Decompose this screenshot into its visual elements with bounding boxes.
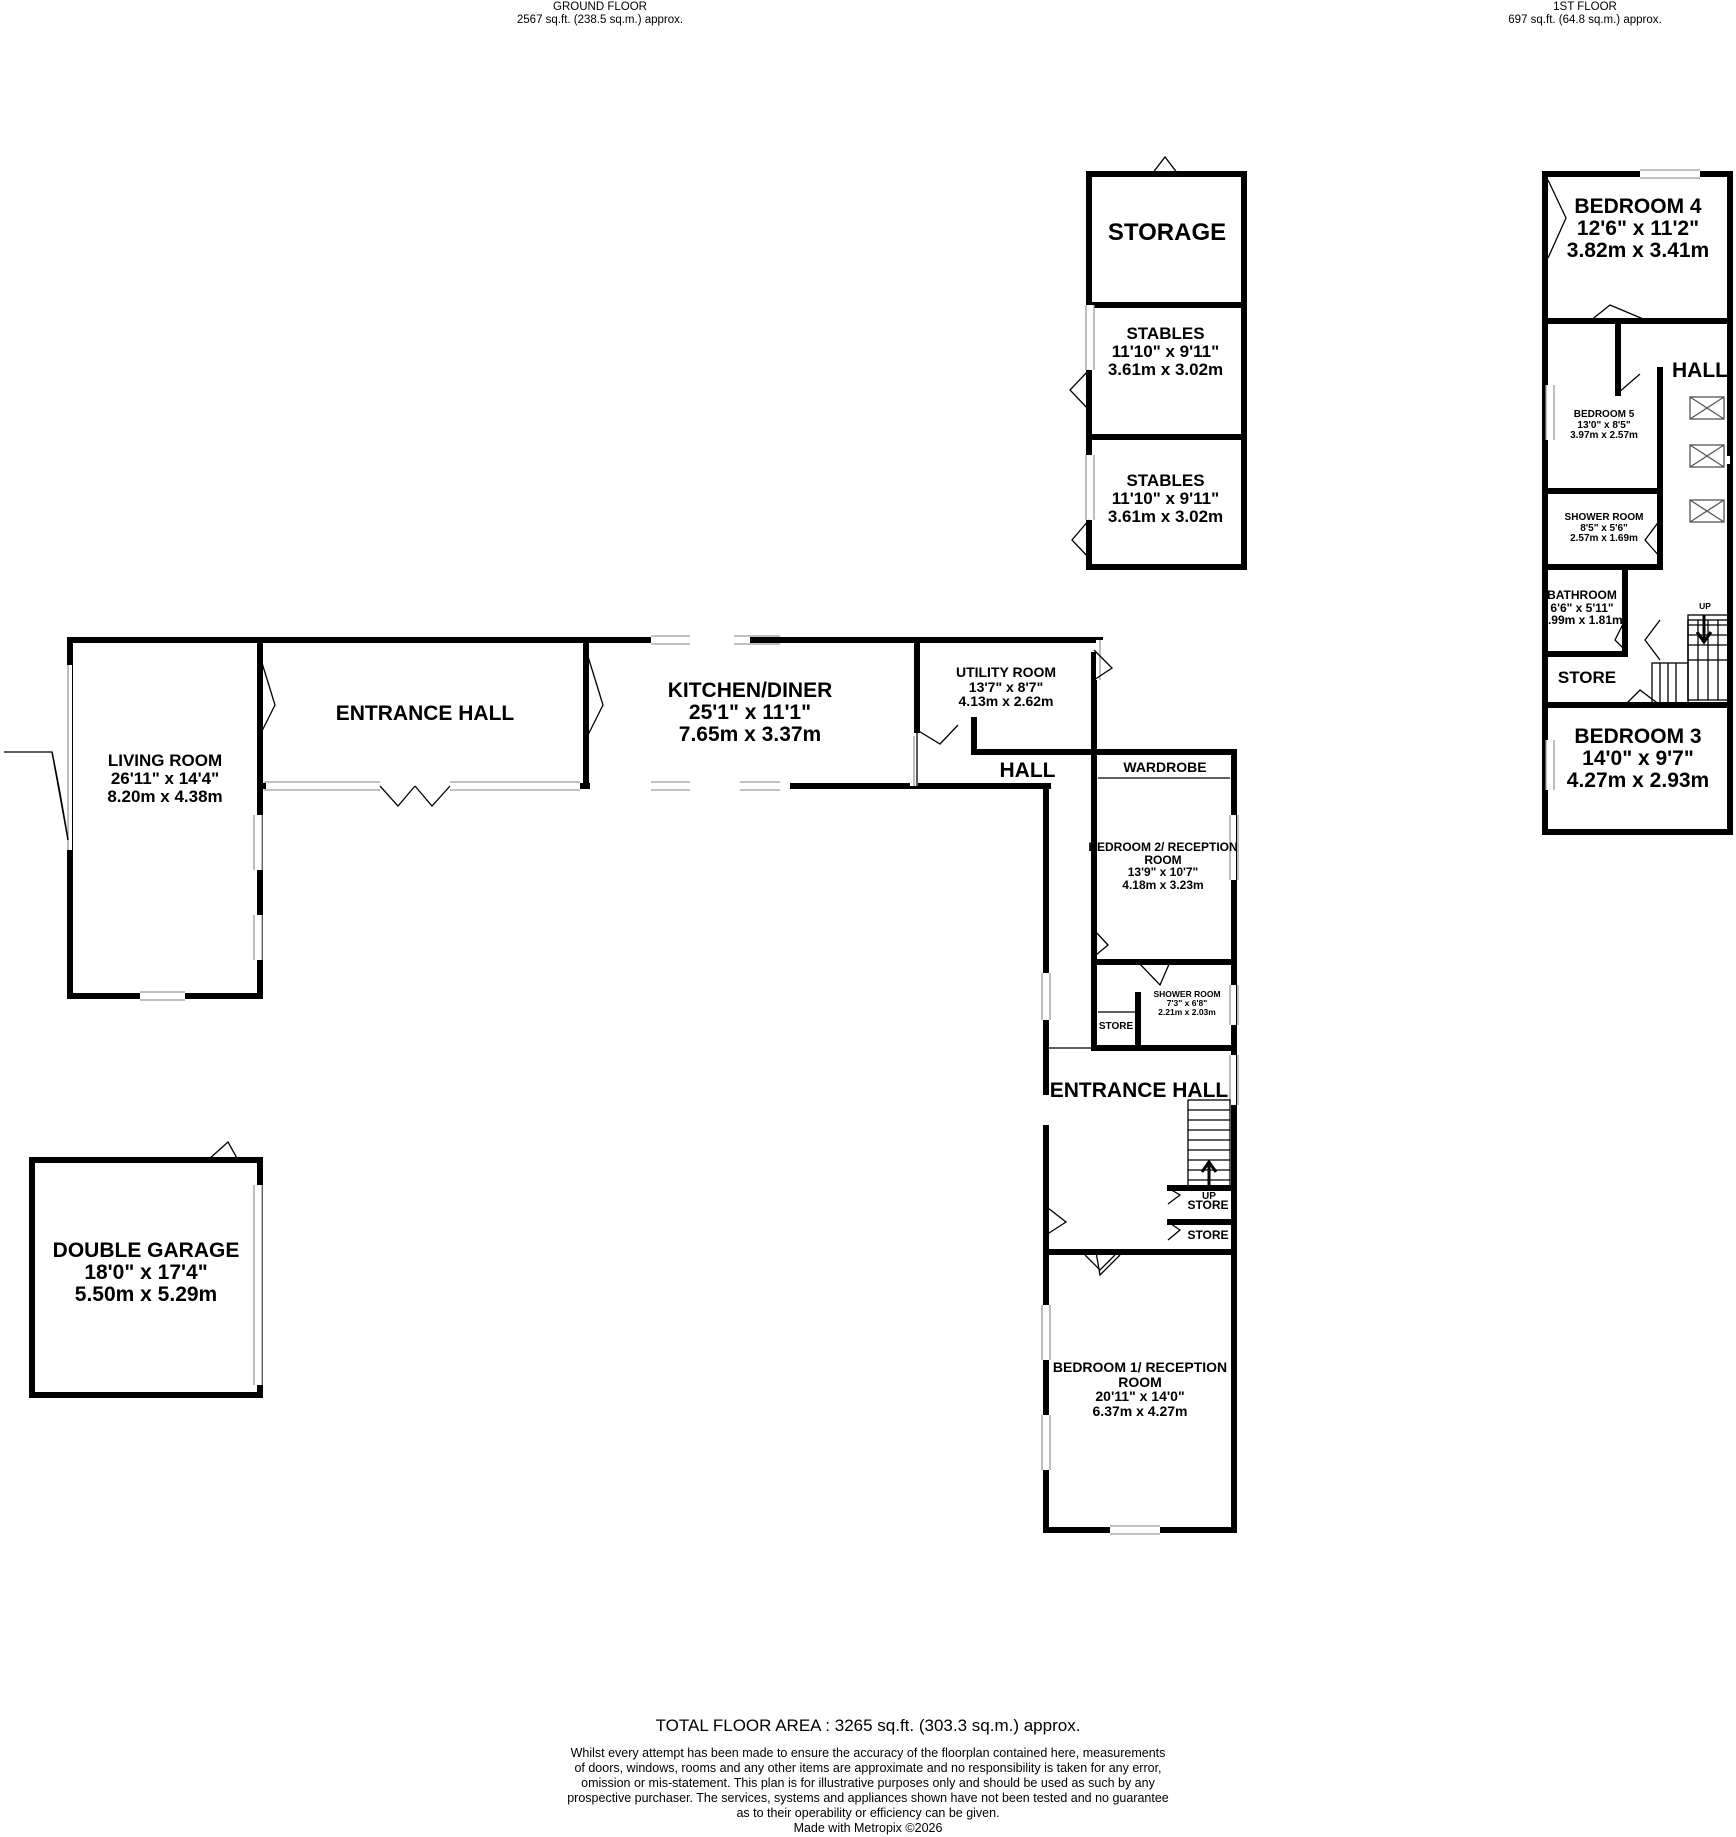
room-size-metric: 3.61m x 3.02m xyxy=(1107,359,1224,379)
room-name: UTILITY ROOM xyxy=(955,664,1057,680)
room-size-imperial: 11'10" x 9'11" xyxy=(1111,341,1220,361)
room-size-imperial: 20'11" x 14'0" xyxy=(1095,1388,1185,1405)
room-name: BEDROOM 5 xyxy=(1573,409,1635,420)
stables-1-label: STABLES 11'10" x 9'11" 3.61m x 3.02m xyxy=(1088,325,1243,379)
room-size-imperial: 7'3" x 6'8" xyxy=(1166,997,1208,1008)
up-ground-label: UP xyxy=(1196,1191,1222,1203)
room-name: STORAGE xyxy=(1107,219,1227,246)
room-size-imperial: 6'6" x 5'11" xyxy=(1550,600,1614,615)
room-name: BEDROOM 4 xyxy=(1574,195,1702,218)
room-size-metric: 6.37m x 4.27m xyxy=(1092,1403,1188,1420)
first-floor-header: 1ST FLOOR 697 sq.ft. (64.8 sq.m.) approx… xyxy=(1490,1,1680,27)
first-floor-title: 1ST FLOOR xyxy=(1553,1,1617,13)
disclaimer-line: of doors, windows, rooms and any other i… xyxy=(574,1761,1162,1775)
room-name: STORE xyxy=(1187,1198,1229,1212)
bedroom-2-label: BEDROOM 2/ RECEPTION ROOM 13'9" x 10'7" … xyxy=(1068,841,1258,891)
room-name: ENTRANCE HALL xyxy=(335,702,515,725)
room-size-metric: 7.65m x 3.37m xyxy=(678,723,822,747)
shower-room-first-label: SHOWER ROOM 8'5" x 5'6" 2.57m x 1.69m xyxy=(1548,512,1660,545)
room-name: BATHROOM xyxy=(1547,588,1617,602)
room-name: SHOWER ROOM xyxy=(1153,989,1221,999)
disclaimer: Whilst every attempt has been made to en… xyxy=(0,1746,1736,1836)
disclaimer-line: Whilst every attempt has been made to en… xyxy=(570,1746,1166,1760)
room-size-metric: 1.99m x 1.81m xyxy=(1541,613,1623,628)
room-name: WARDROBE xyxy=(1123,759,1207,775)
bathroom-label: BATHROOM 6'6" x 5'11" 1.99m x 1.81m xyxy=(1536,589,1628,627)
room-size-imperial: 26'11" x 14'4" xyxy=(110,768,220,788)
room-size-imperial: 11'10" x 9'11" xyxy=(1111,488,1220,508)
room-size-imperial: 18'0" x 17'4" xyxy=(84,1261,208,1285)
shower-room-ground-label: SHOWER ROOM 7'3" x 6'8" 2.21m x 2.03m xyxy=(1140,990,1234,1017)
disclaimer-line: as to their operability or efficiency ca… xyxy=(736,1806,1000,1820)
store-first-label: STORE xyxy=(1548,669,1626,687)
bedroom-1-label: BEDROOM 1/ RECEPTION ROOM 20'11" x 14'0"… xyxy=(1046,1360,1234,1419)
room-size-metric: 3.97m x 2.57m xyxy=(1570,430,1638,441)
room-size-imperial: 13'9" x 10'7" xyxy=(1127,865,1199,880)
room-name: BEDROOM 2/ RECEPTION xyxy=(1088,840,1238,854)
room-name: HALL xyxy=(999,759,1056,782)
room-name: STORE xyxy=(1187,1228,1229,1242)
bedroom-4-label: BEDROOM 4 12'6" x 11'2" 3.82m x 3.41m xyxy=(1548,195,1728,263)
room-size-metric: 4.13m x 2.62m xyxy=(958,693,1054,710)
room-size-metric: 5.50m x 5.29m xyxy=(74,1283,218,1307)
total-floor-area: TOTAL FLOOR AREA : 3265 sq.ft. (303.3 sq… xyxy=(655,1716,1081,1735)
stairs-up: UP xyxy=(1202,1191,1216,1202)
room-name: STORE xyxy=(1098,1021,1134,1032)
up-first-label: UP xyxy=(1694,602,1716,611)
stairs-up: UP xyxy=(1699,601,1711,611)
room-size-metric: 2.21m x 2.03m xyxy=(1158,1006,1216,1017)
room-name: KITCHEN/DINER xyxy=(667,679,833,702)
disclaimer-line: omission or mis-statement. This plan is … xyxy=(581,1776,1155,1790)
room-size-imperial: 8'5" x 5'6" xyxy=(1580,522,1628,534)
store-c-label: STORE xyxy=(1184,1229,1232,1242)
first-floor-walls xyxy=(1542,171,1733,835)
room-size-metric: 3.82m x 3.41m xyxy=(1566,239,1710,263)
room-name: STORE xyxy=(1557,668,1617,687)
room-size-metric: 8.20m x 4.38m xyxy=(107,786,223,806)
ground-floor-area: 2567 sq.ft. (238.5 sq.m.) approx. xyxy=(516,14,684,26)
room-name: SHOWER ROOM xyxy=(1564,512,1644,523)
room-name-2: ROOM xyxy=(1144,852,1182,867)
room-size-imperial: 12'6" x 11'2" xyxy=(1576,217,1700,241)
room-name: BEDROOM 1/ RECEPTION xyxy=(1052,1359,1228,1375)
room-size-imperial: 25'1" x 11'1" xyxy=(688,701,812,725)
utility-room-label: UTILITY ROOM 13'7" x 8'7" 4.13m x 2.62m xyxy=(920,665,1092,709)
room-name: STABLES xyxy=(1126,324,1205,343)
bedroom-3-label: BEDROOM 3 14'0" x 9'7" 4.27m x 2.93m xyxy=(1548,725,1728,793)
room-name: ENTRANCE HALL xyxy=(1049,1079,1229,1102)
room-size-metric: 3.61m x 3.02m xyxy=(1107,506,1224,526)
living-room-label: LIVING ROOM 26'11" x 14'4" 8.20m x 4.38m xyxy=(72,752,258,806)
ground-floor-header: GROUND FLOOR 2567 sq.ft. (238.5 sq.m.) a… xyxy=(480,1,720,27)
room-name: STABLES xyxy=(1126,471,1205,490)
disclaimer-line: prospective purchaser. The services, sys… xyxy=(567,1791,1169,1805)
room-size-imperial: 13'0" x 8'5" xyxy=(1577,419,1631,431)
ground-floor-title: GROUND FLOOR xyxy=(553,1,647,13)
credit: Made with Metropix ©2026 xyxy=(793,1821,943,1835)
room-name: LIVING ROOM xyxy=(107,751,223,770)
room-name: BEDROOM 3 xyxy=(1574,725,1702,748)
living-room-walls xyxy=(67,637,263,999)
bedroom-5-label: BEDROOM 5 13'0" x 8'5" 3.97m x 2.57m xyxy=(1550,409,1658,442)
room-size-metric: 4.18m x 3.23m xyxy=(1122,877,1204,892)
store-a-label: STORE xyxy=(1094,1021,1138,1033)
room-name: HALL xyxy=(1672,359,1728,382)
room-name-2: ROOM xyxy=(1118,1373,1162,1390)
room-size-imperial: 13'7" x 8'7" xyxy=(968,678,1044,695)
room-size-metric: 2.57m x 1.69m xyxy=(1570,533,1638,544)
first-floor-area: 697 sq.ft. (64.8 sq.m.) approx. xyxy=(1508,14,1662,26)
storage-label: STORAGE xyxy=(1092,220,1242,245)
entrance-hall-2-label: ENTRANCE HALL xyxy=(1046,1079,1232,1102)
double-garage-label: DOUBLE GARAGE 18'0" x 17'4" 5.50m x 5.29… xyxy=(30,1239,262,1307)
room-size-imperial: 14'0" x 9'7" xyxy=(1582,747,1694,771)
wardrobe-label: WARDROBE xyxy=(1100,760,1230,775)
entrance-hall-1-label: ENTRANCE HALL xyxy=(270,702,580,725)
kitchen-diner-label: KITCHEN/DINER 25'1" x 11'1" 7.65m x 3.37… xyxy=(600,679,900,747)
stables-2-label: STABLES 11'10" x 9'11" 3.61m x 3.02m xyxy=(1088,472,1243,526)
room-name: DOUBLE GARAGE xyxy=(52,1239,240,1262)
room-size-metric: 4.27m x 2.93m xyxy=(1566,769,1710,793)
hall-ground-label: HALL xyxy=(990,759,1065,782)
store-b-label: STORE xyxy=(1184,1199,1232,1212)
hall-first-label: HALL xyxy=(1665,359,1735,382)
